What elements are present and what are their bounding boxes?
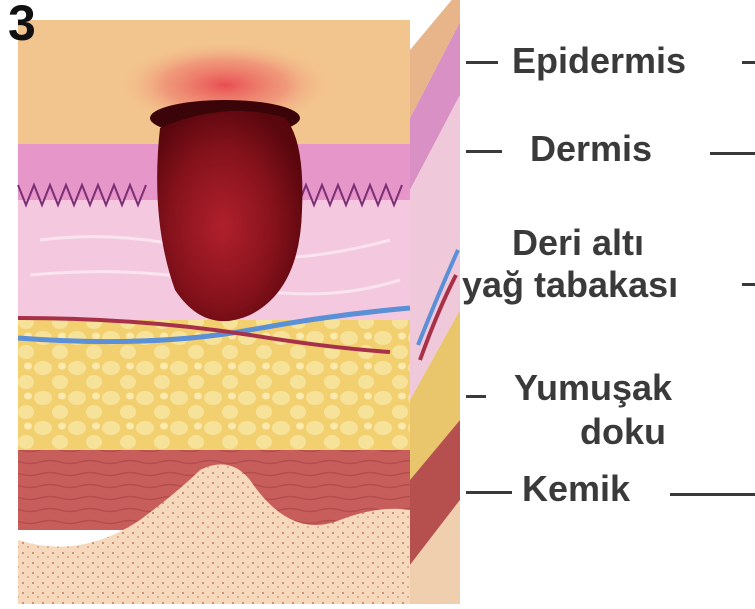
label-dermis: Dermis	[530, 128, 652, 170]
leader-line-subcutaneous-right	[742, 283, 755, 286]
leader-line-bone-right	[670, 493, 755, 496]
leader-line-dermis-right	[710, 152, 755, 155]
leader-line-epidermis-right	[742, 61, 755, 64]
label-subcutaneous-line2: yağ tabakası	[462, 264, 678, 306]
leader-line-dermis	[466, 150, 502, 153]
label-soft-tissue-line2: doku	[580, 411, 666, 453]
leader-line-bone	[466, 491, 512, 494]
leader-line-soft-tissue	[466, 395, 486, 398]
block-side-face	[410, 0, 460, 604]
stage-number: 3	[8, 0, 36, 48]
label-soft-tissue-line1: Yumuşak	[514, 367, 672, 409]
label-bone: Kemik	[522, 468, 630, 510]
label-epidermis: Epidermis	[512, 40, 686, 82]
leader-line-epidermis	[466, 61, 498, 64]
label-subcutaneous-line1: Deri altı	[512, 222, 644, 264]
